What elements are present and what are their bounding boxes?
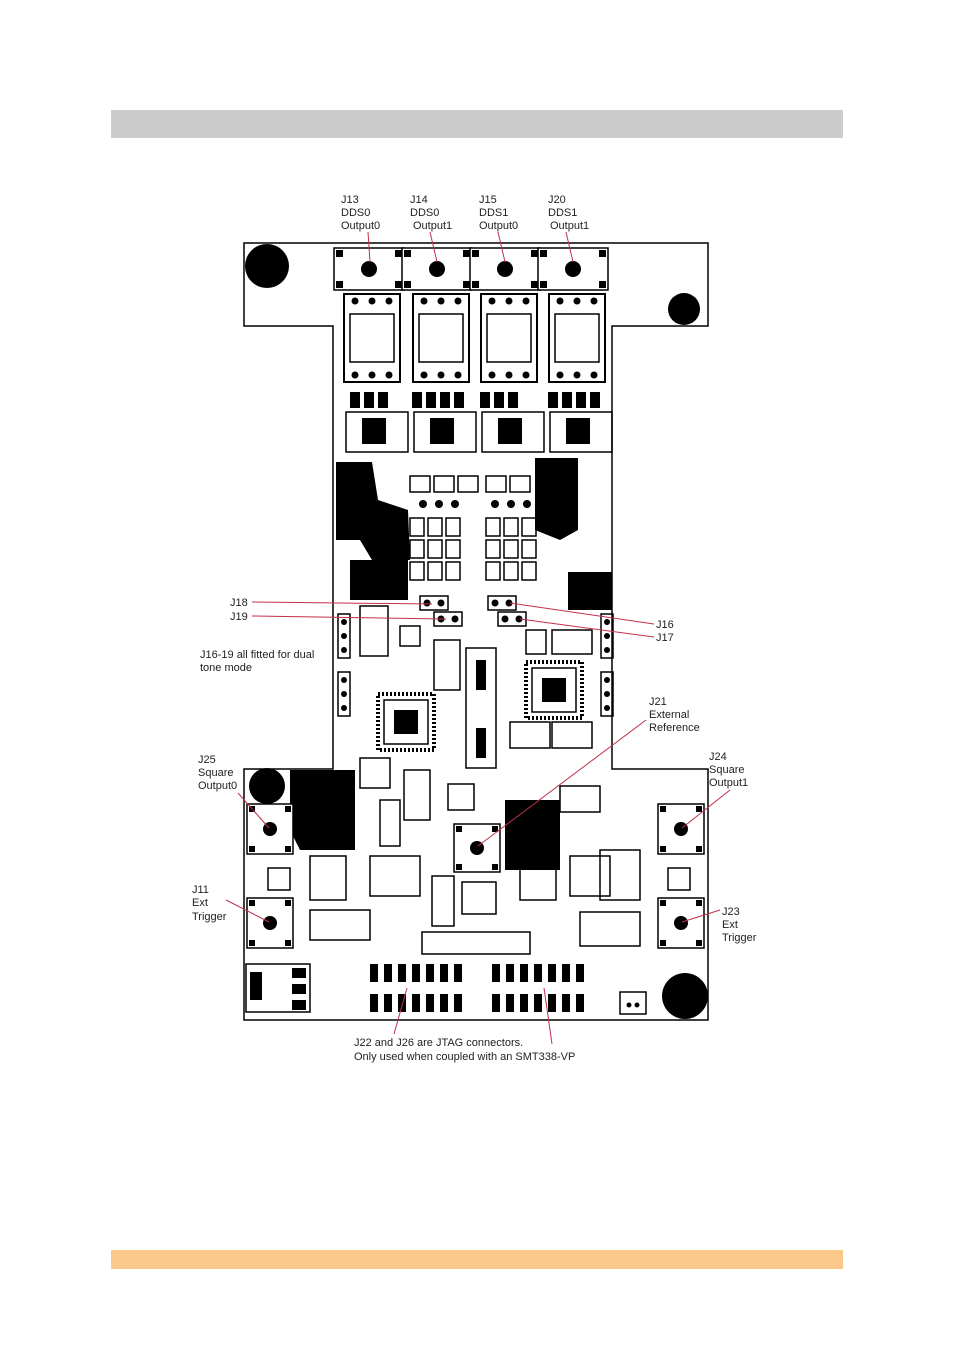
mounting-hole <box>668 293 700 325</box>
label-j25: J25 Square Output0 <box>198 754 237 792</box>
label-j18: J18 <box>230 597 248 609</box>
via-dots <box>419 500 531 508</box>
dds-chip-right <box>524 660 584 720</box>
component-grid-left <box>409 475 479 581</box>
connector-j23 <box>657 897 705 949</box>
callout-labels: J13 DDS0 Output0 J14 DDS0 Output1 J15 DD… <box>192 194 757 1063</box>
mounting-hole <box>662 973 708 1019</box>
label-j15: J15 DDS1 Output0 <box>479 194 518 232</box>
jumpers <box>419 595 527 627</box>
label-j19: J19 <box>230 611 248 623</box>
label-j17: J17 <box>656 632 674 644</box>
label-j24: J24 Square Output1 <box>709 751 748 789</box>
label-j23: J23 Ext Trigger <box>722 906 757 944</box>
center-module <box>465 647 497 769</box>
label-j20: J20 DDS1 Output1 <box>548 194 589 232</box>
connector-j14 <box>401 247 473 291</box>
copper-pours <box>290 458 612 870</box>
jtag-connectors <box>370 964 584 1012</box>
connector-j20 <box>537 247 609 291</box>
amp-ic-row <box>345 411 613 453</box>
label-j11: J11 Ext Trigger <box>192 884 227 923</box>
small-header <box>619 991 647 1015</box>
side-pin-headers <box>337 613 614 717</box>
misc-parts <box>359 605 601 847</box>
label-j14: J14 DDS0 Output1 <box>410 194 452 232</box>
bottom-left-block <box>245 963 311 1013</box>
top-connector-group <box>333 247 609 383</box>
label-jtag: J22 and J26 are JTAG connectors. Only us… <box>354 1037 575 1063</box>
connector-j24 <box>657 803 705 855</box>
connector-j11 <box>246 897 294 949</box>
mounting-hole <box>245 244 289 288</box>
label-j16: J16 <box>656 619 674 631</box>
mounting-hole <box>249 768 285 804</box>
leader-lines <box>225 231 731 1045</box>
board-outline <box>243 242 709 1021</box>
header-bar <box>111 110 843 138</box>
lower-parts <box>267 849 691 955</box>
label-j13: J13 DDS0 Output0 <box>341 194 380 232</box>
connector-j15 <box>469 247 541 291</box>
footer-bar <box>111 1250 843 1269</box>
label-j21: J21 External Reference <box>649 696 700 734</box>
dds-chip-left <box>376 692 436 752</box>
component-grid-right <box>485 475 537 581</box>
label-dual-tone: J16-19 all fitted for dual tone mode <box>200 649 317 674</box>
connector-j21 <box>453 823 501 873</box>
connector-j13 <box>333 247 405 291</box>
smd-row <box>350 392 600 408</box>
